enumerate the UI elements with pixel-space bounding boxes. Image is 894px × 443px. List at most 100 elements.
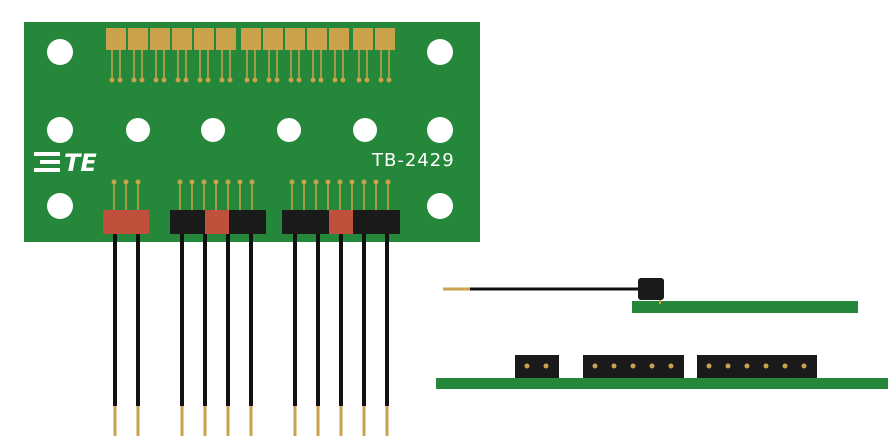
te-logo: TE [34, 149, 97, 177]
pad-solder [109, 77, 115, 83]
pin-tip [373, 179, 379, 185]
gold-pad [353, 28, 373, 50]
pin-tip [189, 179, 195, 185]
pin-tip [325, 179, 331, 185]
gold-pad [150, 28, 170, 50]
gold-pad [216, 28, 236, 50]
pad-solder [296, 77, 302, 83]
pad-solder [274, 77, 280, 83]
gold-pad [307, 28, 327, 50]
wire-tip [249, 406, 253, 436]
wire [316, 234, 320, 406]
mounting-holes [47, 39, 453, 219]
pin-tip [289, 179, 295, 185]
wire-tip [180, 406, 184, 436]
pad-solder [252, 77, 258, 83]
pin-tip [301, 179, 307, 185]
wire [180, 234, 184, 406]
pad-solder [266, 77, 272, 83]
wire [136, 234, 140, 406]
pin-tip [123, 179, 129, 185]
side-header-pin [725, 363, 731, 369]
pad-solder [386, 77, 392, 83]
wire [339, 234, 343, 406]
side-view-board [436, 355, 888, 389]
pad-solder [364, 77, 370, 83]
pad-solder [161, 77, 167, 83]
side-header-pin [763, 363, 769, 369]
wire [362, 234, 366, 406]
side-header-pin [744, 363, 750, 369]
gold-pad [241, 28, 261, 50]
side-header-pin [630, 363, 636, 369]
pin-tip [135, 179, 141, 185]
pin-tip [249, 179, 255, 185]
wire-tip [316, 406, 320, 436]
side-headers [515, 355, 817, 378]
pad-solder [318, 77, 324, 83]
gold-pad [172, 28, 192, 50]
pad-solder [131, 77, 137, 83]
wire [385, 234, 389, 406]
pad-solder [332, 77, 338, 83]
wire [203, 234, 207, 406]
wire [249, 234, 253, 406]
side-header-pin [782, 363, 788, 369]
pin-tip [111, 179, 117, 185]
wire-tip [113, 406, 117, 436]
side-header-pin [524, 363, 530, 369]
wire-tip [226, 406, 230, 436]
side-header [515, 355, 559, 378]
gold-pads [106, 28, 395, 83]
pin-tip [385, 179, 391, 185]
pad-solder [356, 77, 362, 83]
pad-solder [153, 77, 159, 83]
side-header-pin [611, 363, 617, 369]
pad-solder [205, 77, 211, 83]
side-header [697, 355, 817, 378]
pad-solder [310, 77, 316, 83]
side-header-pin [668, 363, 674, 369]
pad-solder [227, 77, 233, 83]
pad-solder [378, 77, 384, 83]
pad-solder [244, 77, 250, 83]
gold-pad [194, 28, 214, 50]
gold-pad [263, 28, 283, 50]
wire [226, 234, 230, 406]
wire-tip [339, 406, 343, 436]
side-pcb-bottom [436, 378, 888, 389]
wire [113, 234, 117, 406]
side-header-pin [706, 363, 712, 369]
pcb-top-view: TE [24, 22, 480, 436]
pad-solder [197, 77, 203, 83]
pad-solder [219, 77, 225, 83]
wires [113, 234, 389, 436]
pad-solder [117, 77, 123, 83]
wire [293, 234, 297, 406]
wire-tip [362, 406, 366, 436]
side-view-cable [443, 278, 858, 313]
wire-tip [136, 406, 140, 436]
pin-tip [349, 179, 355, 185]
pad-solder [175, 77, 181, 83]
header-pins [111, 179, 391, 210]
wire-tip [385, 406, 389, 436]
side-header-block [638, 278, 664, 300]
side-header-pin [649, 363, 655, 369]
side-header-pin [801, 363, 807, 369]
gold-pad [375, 28, 395, 50]
header-connectors [103, 210, 400, 234]
pin-tip [177, 179, 183, 185]
side-pcb-top [632, 301, 858, 313]
pad-solder [288, 77, 294, 83]
pin-tip [313, 179, 319, 185]
gold-pad [106, 28, 126, 50]
gold-pad [128, 28, 148, 50]
pin-tip [237, 179, 243, 185]
red-header-1 [103, 210, 149, 234]
gold-pad [285, 28, 305, 50]
pin-tip [213, 179, 219, 185]
red-header-2 [205, 210, 229, 234]
side-header-pin [543, 363, 549, 369]
